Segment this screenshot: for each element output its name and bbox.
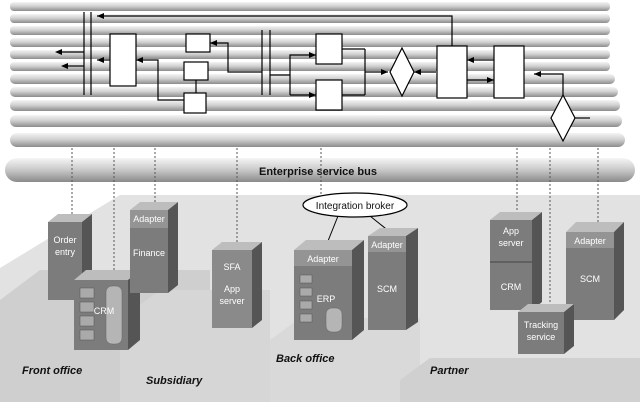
enterprise-service-bus: Enterprise service bus bbox=[5, 158, 635, 182]
partner-app-label-2: server bbox=[498, 238, 523, 248]
order-entry-label-2: entry bbox=[55, 247, 76, 257]
zone-subsidiary: Subsidiary bbox=[146, 375, 203, 387]
back-office-scm-adapter-label: Adapter bbox=[371, 240, 403, 250]
partner-scm-label: SCM bbox=[580, 274, 600, 284]
sfa-app-label-2: server bbox=[219, 296, 244, 306]
tracking-service-box: Tracking service bbox=[518, 304, 574, 354]
sfa-app-label-1: App bbox=[224, 284, 240, 294]
partner-scm-adapter-label: Adapter bbox=[574, 236, 606, 246]
process-flow bbox=[62, 12, 590, 143]
flow-arrowheads bbox=[55, 13, 541, 98]
tracking-label-1: Tracking bbox=[524, 320, 558, 330]
zone-front-office: Front office bbox=[22, 365, 82, 377]
tracking-label-2: service bbox=[527, 332, 556, 342]
broker-label: Integration broker bbox=[316, 201, 395, 212]
back-office-scm-label: SCM bbox=[377, 284, 397, 294]
finance-label: Finance bbox=[133, 248, 165, 258]
partner-crm-label: CRM bbox=[501, 282, 522, 292]
sfa-app-server-box: SFA App server bbox=[212, 242, 262, 328]
zone-back-office: Back office bbox=[276, 353, 335, 365]
sfa-label: SFA bbox=[223, 262, 240, 272]
front-office-crm-label: CRM bbox=[94, 306, 115, 316]
order-entry-label-1: Order bbox=[53, 235, 76, 245]
erp-label: ERP bbox=[317, 294, 336, 304]
bus-label: Enterprise service bus bbox=[259, 166, 377, 178]
process-tubes bbox=[10, 2, 625, 147]
partner-app-label-1: App bbox=[503, 226, 519, 236]
finance-box: Adapter Finance bbox=[130, 202, 178, 293]
partner-scm-box: Adapter SCM bbox=[566, 222, 624, 320]
partner-app-crm-box: App server CRM bbox=[490, 212, 542, 310]
finance-adapter-label: Adapter bbox=[133, 214, 165, 224]
erp-box: Adapter ERP bbox=[294, 240, 364, 340]
erp-adapter-label: Adapter bbox=[307, 254, 339, 264]
back-office-scm-box: Adapter SCM bbox=[368, 228, 418, 330]
zone-partner: Partner bbox=[430, 365, 469, 377]
